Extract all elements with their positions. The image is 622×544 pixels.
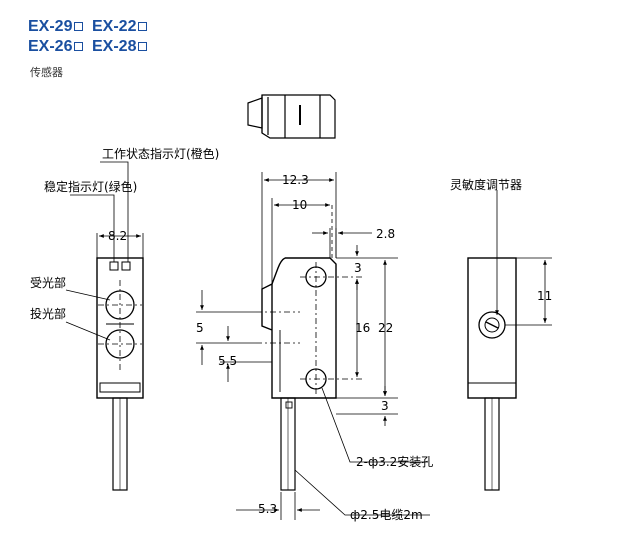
emitter-lens xyxy=(105,329,135,359)
dim-3-top: 3 xyxy=(354,261,362,275)
mounting-holes-label: 2-ф3.2安装孔 xyxy=(356,454,433,469)
dim-22: 22 xyxy=(378,321,393,335)
emitter-label: 投光部 xyxy=(30,306,66,321)
dim-11: 11 xyxy=(537,289,552,303)
dim-2-8: 2.8 xyxy=(376,227,395,241)
perspective-view xyxy=(247,94,336,139)
dim-3-bottom: 3 xyxy=(381,399,389,413)
model-ex29: EX-29 xyxy=(28,18,84,36)
dim-5-5: 5.5 xyxy=(218,354,237,368)
model-ex28: EX-28 xyxy=(92,38,148,56)
receiver-label: 受光部 xyxy=(30,275,66,290)
dim-10: 10 xyxy=(292,198,307,212)
dim-12-3: 12.3 xyxy=(282,173,309,187)
dim-16: 16 xyxy=(355,321,370,335)
dim-5-3: 5.3 xyxy=(258,502,277,516)
cable-label: ф2.5电缆2m xyxy=(350,508,423,522)
subtitle: 传感器 xyxy=(30,66,63,79)
side-view-dimensions xyxy=(196,172,430,520)
front-view: 8.2 xyxy=(65,161,144,491)
stability-indicator-label: 稳定指示灯(绿色) xyxy=(44,179,137,194)
side-view xyxy=(256,257,362,491)
operation-indicator-window xyxy=(121,261,131,271)
dim-8-2: 8.2 xyxy=(108,229,127,243)
right-view xyxy=(467,190,552,491)
stability-indicator-window xyxy=(109,261,119,271)
model-ex26: EX-26 xyxy=(28,38,84,56)
dim-5: 5 xyxy=(196,321,204,335)
sensitivity-adjuster-label: 灵敏度调节器 xyxy=(450,177,522,192)
operation-indicator-label: 工作状态指示灯(橙色) xyxy=(102,146,219,161)
model-ex22: EX-22 xyxy=(92,18,148,36)
